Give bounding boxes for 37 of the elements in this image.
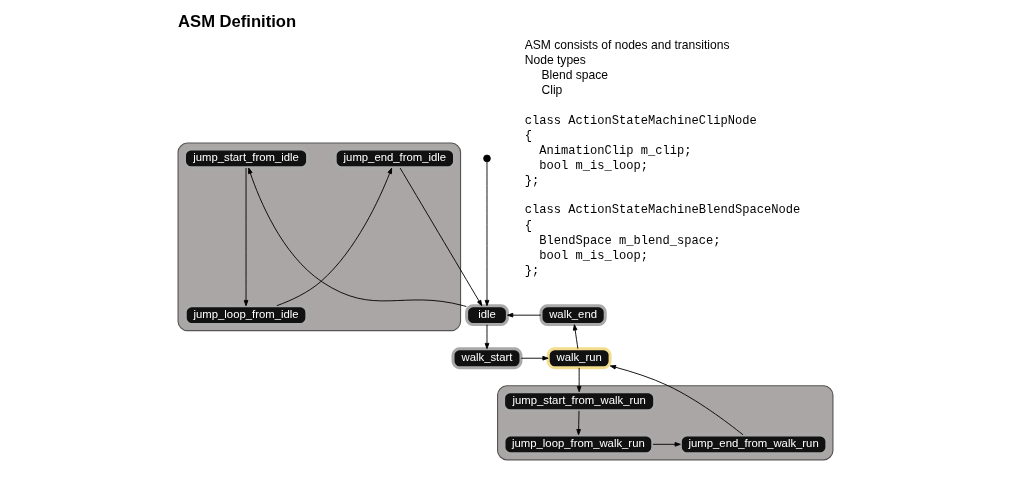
arrow — [247, 167, 467, 307]
label: bool m_is_loop; — [538, 248, 648, 263]
arrow — [243, 167, 248, 307]
label: bool m_is_loop; — [538, 158, 648, 173]
label: ASM consists of nodes and transitions — [524, 37, 730, 52]
label: }; — [524, 263, 539, 278]
node-box: jump_end_from_walk_run — [678, 433, 828, 456]
label: AnimationClip m_clip; — [538, 143, 691, 158]
arrow — [652, 442, 681, 447]
arrow — [572, 324, 578, 350]
node-circle — [482, 154, 491, 163]
node-box: idle — [464, 304, 509, 327]
label: }; — [524, 173, 539, 188]
arrow — [520, 355, 549, 361]
arrow — [484, 324, 489, 350]
label: BlendSpace m_blend_space; — [538, 233, 720, 248]
diagram-title: ASM Definition — [177, 11, 296, 31]
cluster — [177, 142, 461, 332]
arrow — [609, 364, 743, 436]
label: Clip — [541, 83, 562, 98]
arrow — [484, 161, 489, 307]
node-box: jump_end_from_idle — [333, 147, 456, 170]
node-box: walk_end — [539, 304, 607, 327]
node-box: walk_run — [546, 347, 612, 370]
arrow — [275, 167, 392, 307]
label: { — [524, 218, 532, 233]
arrow — [575, 410, 581, 436]
label: Node types — [524, 52, 586, 67]
label: Blend space — [541, 67, 608, 82]
node-box: jump_loop_from_walk_run — [502, 433, 654, 456]
arrow — [576, 367, 581, 393]
label: class ActionStateMachineClipNode — [524, 113, 757, 128]
label: class ActionStateMachineBlendSpaceNode — [524, 203, 800, 218]
arrow — [399, 167, 482, 307]
arrow — [506, 312, 541, 318]
label: { — [524, 128, 532, 143]
node-box: walk_start — [451, 347, 522, 370]
